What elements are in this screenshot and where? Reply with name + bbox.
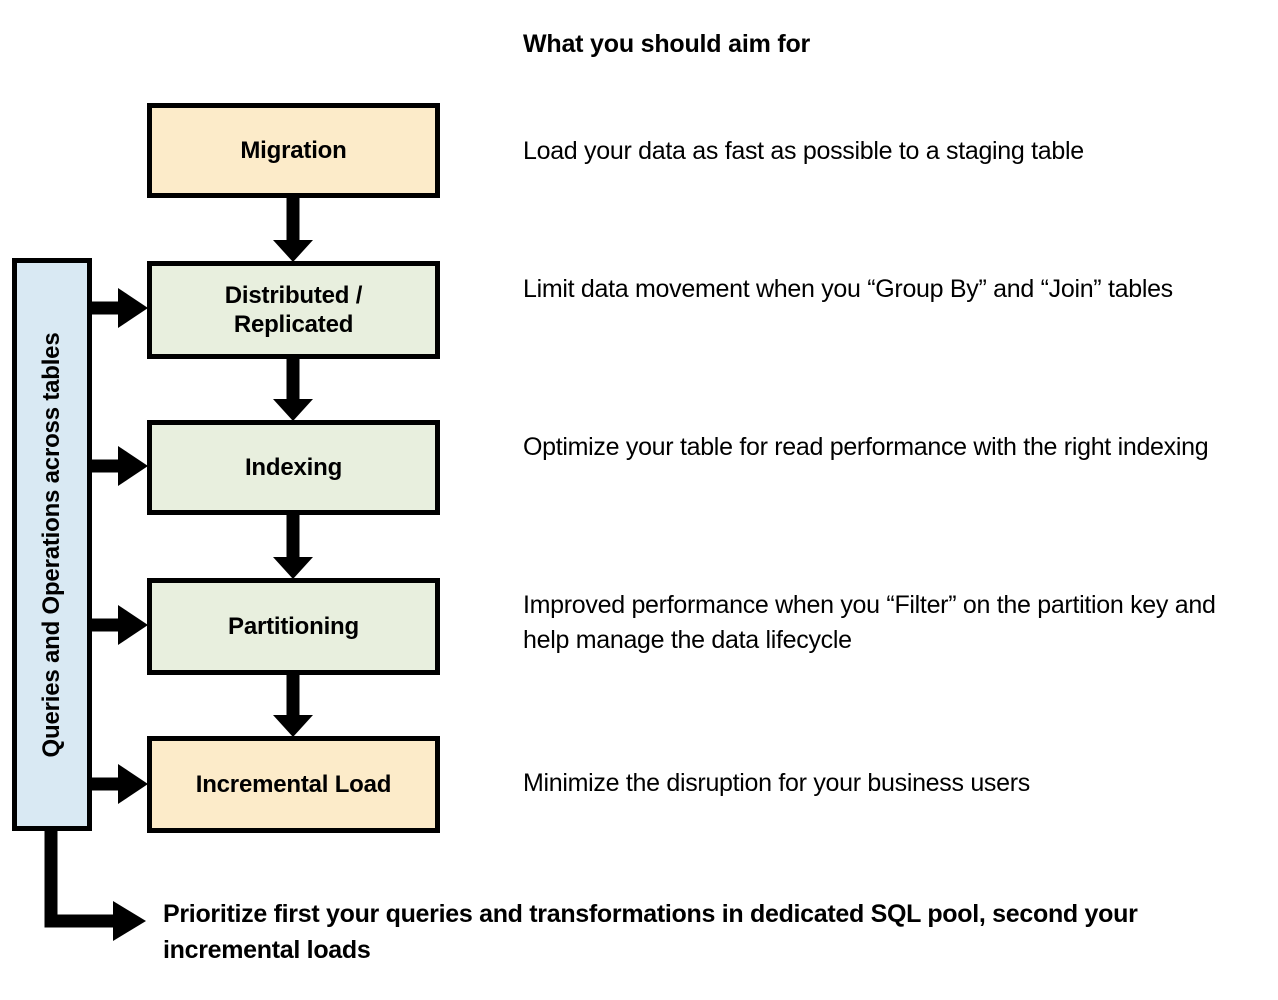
arrow-sidebar-to-indexing: [88, 446, 148, 486]
page-title: What you should aim for: [523, 30, 811, 58]
arrow-migration-to-distributed: [273, 198, 313, 262]
arrow-distributed-to-indexing: [273, 359, 313, 421]
step-description-indexing: Optimize your table for read performance…: [523, 433, 1209, 461]
footer-note: Prioritize first your queries and transf…: [163, 900, 1138, 964]
step-label-partitioning: Partitioning: [228, 612, 359, 640]
step-label-incremental-load: Incremental Load: [195, 770, 392, 798]
step-label-distributed-replicated: Distributed / Replicated: [224, 281, 363, 340]
step-label-migration: Migration: [240, 136, 347, 164]
arrow-indexing-to-partitioning: [273, 515, 313, 579]
arrow-sidebar-to-footer-note: [44, 828, 146, 941]
arrow-sidebar-to-incremental: [88, 764, 148, 804]
step-box-incremental-load[interactable]: Incremental Load: [147, 736, 440, 833]
step-description-migration: Load your data as fast as possible to a …: [523, 137, 1084, 165]
step-box-migration[interactable]: Migration: [147, 103, 440, 198]
step-label-line-2: Replicated: [233, 311, 354, 338]
step-description-incremental-load: Minimize the disruption for your busines…: [523, 769, 1030, 797]
step-description-distributed-replicated: Limit data movement when you “Group By” …: [523, 275, 1173, 303]
step-box-indexing[interactable]: Indexing: [147, 420, 440, 515]
step-description-partitioning: Improved performance when you “Filter” o…: [523, 591, 1216, 654]
arrow-sidebar-to-distributed: [88, 288, 148, 328]
arrow-partitioning-to-incremental: [273, 675, 313, 737]
arrow-sidebar-to-partitioning: [88, 605, 148, 645]
step-box-partitioning[interactable]: Partitioning: [147, 578, 440, 675]
sidebar-label: Queries and Operations across tables: [38, 332, 65, 757]
sidebar-queries-operations[interactable]: Queries and Operations across tables: [12, 258, 92, 831]
step-box-distributed-replicated[interactable]: Distributed / Replicated: [147, 261, 440, 359]
step-label-indexing: Indexing: [244, 453, 343, 481]
step-label-line-1: Distributed /: [224, 281, 363, 309]
